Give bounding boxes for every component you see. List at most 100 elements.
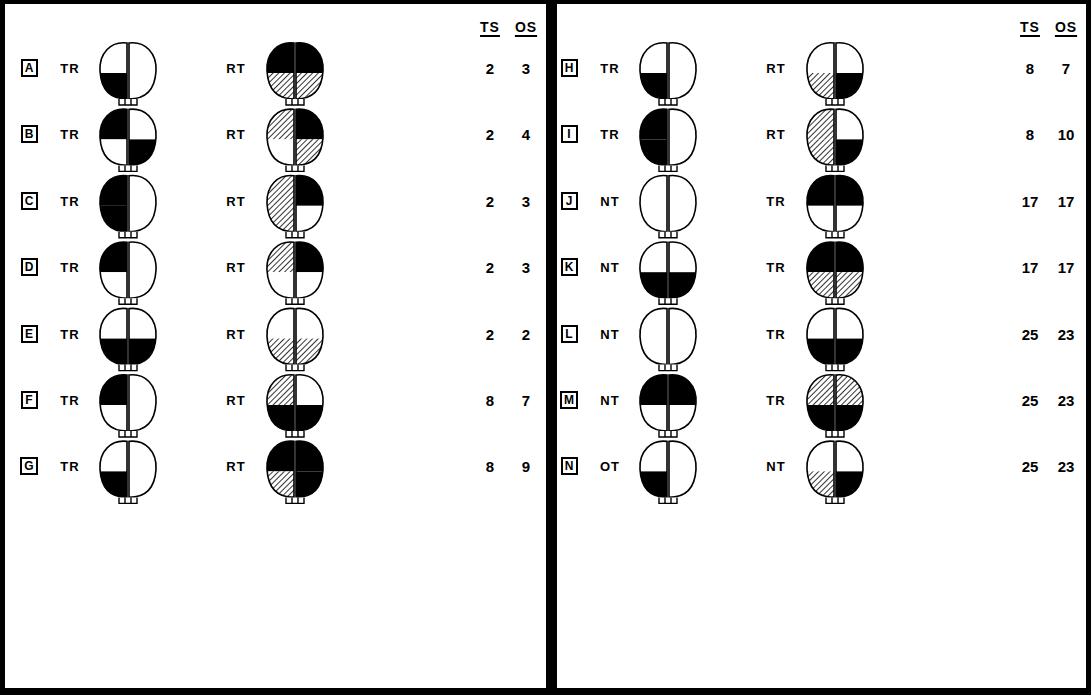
condition-code: TR — [766, 261, 785, 274]
brain-region — [96, 139, 160, 179]
brain-region — [803, 339, 867, 379]
brain-drawing — [96, 33, 160, 113]
brain-region — [263, 232, 327, 272]
condition-code: NT — [766, 460, 785, 473]
hemisphere-outline — [129, 441, 156, 497]
brain-region — [263, 139, 327, 179]
cerebellum-outline — [286, 232, 304, 238]
brain-region — [636, 232, 700, 272]
brain-drawing — [636, 365, 700, 445]
brain-region — [803, 471, 867, 511]
hemisphere-outline — [836, 375, 863, 431]
brain-region — [803, 206, 867, 246]
cerebellum-outline — [659, 431, 677, 437]
cerebellum-outline — [119, 298, 137, 304]
score-number: 7 — [1062, 61, 1070, 76]
score-number: 23 — [1058, 459, 1075, 474]
condition-code: RT — [766, 128, 785, 141]
brain-drawing — [636, 166, 700, 246]
brain-region — [803, 471, 867, 511]
score-number: 8 — [1026, 127, 1034, 142]
cerebellum-outline — [286, 99, 304, 105]
brain-region — [263, 339, 327, 379]
row-letter-box: H — [561, 59, 578, 77]
hemisphere-outline — [836, 176, 863, 232]
score-number: 2 — [486, 326, 494, 341]
row-letter-box: B — [21, 125, 38, 143]
brain-drawing — [96, 232, 160, 312]
brain-region — [263, 166, 327, 206]
brain-drawing — [96, 166, 160, 246]
brain-region — [636, 139, 700, 179]
row-letter-box: L — [561, 325, 578, 343]
brain-drawing — [803, 166, 867, 246]
hemisphere-outline — [836, 242, 863, 298]
cerebellum-outline — [826, 431, 844, 437]
cerebellum-outline — [659, 365, 677, 371]
hemisphere-outline — [296, 109, 323, 165]
score-number: 7 — [522, 393, 530, 408]
brain-region — [96, 232, 160, 272]
brain-region — [263, 99, 327, 139]
score-number: 10 — [1058, 127, 1075, 142]
brain-region — [803, 272, 867, 312]
score-number: 23 — [1058, 326, 1075, 341]
brain-region — [263, 431, 327, 471]
score-number: 9 — [522, 459, 530, 474]
hemisphere-outline — [640, 176, 667, 232]
hemisphere-outline — [807, 242, 834, 298]
condition-code: TR — [766, 194, 785, 207]
brain-region — [263, 73, 327, 113]
brain-region — [96, 73, 160, 113]
row-letter-box: D — [21, 258, 38, 276]
cerebellum-outline — [659, 497, 677, 503]
hemisphere-outline — [640, 308, 667, 364]
condition-code: RT — [226, 327, 245, 340]
brain-region — [96, 471, 160, 511]
brain-region — [96, 272, 160, 312]
hemisphere-outline — [100, 109, 127, 165]
score-number: 2 — [486, 193, 494, 208]
cerebellum-outline — [826, 365, 844, 371]
brain-region — [263, 431, 327, 471]
row-letter: D — [25, 261, 34, 273]
brain-region — [96, 206, 160, 246]
score-number: 23 — [1058, 393, 1075, 408]
row-letter-box: F — [21, 391, 38, 409]
brain-region — [96, 166, 160, 206]
brain-drawing — [803, 299, 867, 379]
hemisphere-outline — [100, 242, 127, 298]
brain-region — [803, 139, 867, 179]
row-letter-box: M — [560, 391, 578, 409]
brain-drawing — [96, 431, 160, 511]
condition-code: TR — [60, 194, 79, 207]
brain-region — [803, 33, 867, 73]
hemisphere-outline — [669, 43, 696, 99]
brain-region — [636, 166, 700, 206]
brain-region — [263, 272, 327, 312]
condition-code: RT — [226, 460, 245, 473]
brain-region — [263, 73, 327, 113]
row-letter: E — [25, 328, 33, 340]
brain-region — [263, 33, 327, 73]
hemisphere-outline — [669, 308, 696, 364]
cerebellum-outline — [119, 232, 137, 238]
brain-region — [803, 232, 867, 272]
score-number: 17 — [1058, 260, 1075, 275]
brain-region — [96, 339, 160, 379]
hemisphere-outline — [267, 176, 294, 232]
score-number: 3 — [522, 61, 530, 76]
score-number: 17 — [1022, 260, 1039, 275]
row-letter: G — [24, 460, 33, 472]
brain-region — [636, 431, 700, 471]
cerebellum-outline — [286, 365, 304, 371]
score-number: 25 — [1022, 393, 1039, 408]
brain-region — [803, 99, 867, 139]
score-number: 25 — [1022, 326, 1039, 341]
condition-code: RT — [766, 62, 785, 75]
brain-region — [96, 99, 160, 139]
row-letter: L — [565, 328, 572, 340]
brain-region — [803, 405, 867, 445]
brain-drawing — [636, 431, 700, 511]
brain-region — [803, 166, 867, 206]
